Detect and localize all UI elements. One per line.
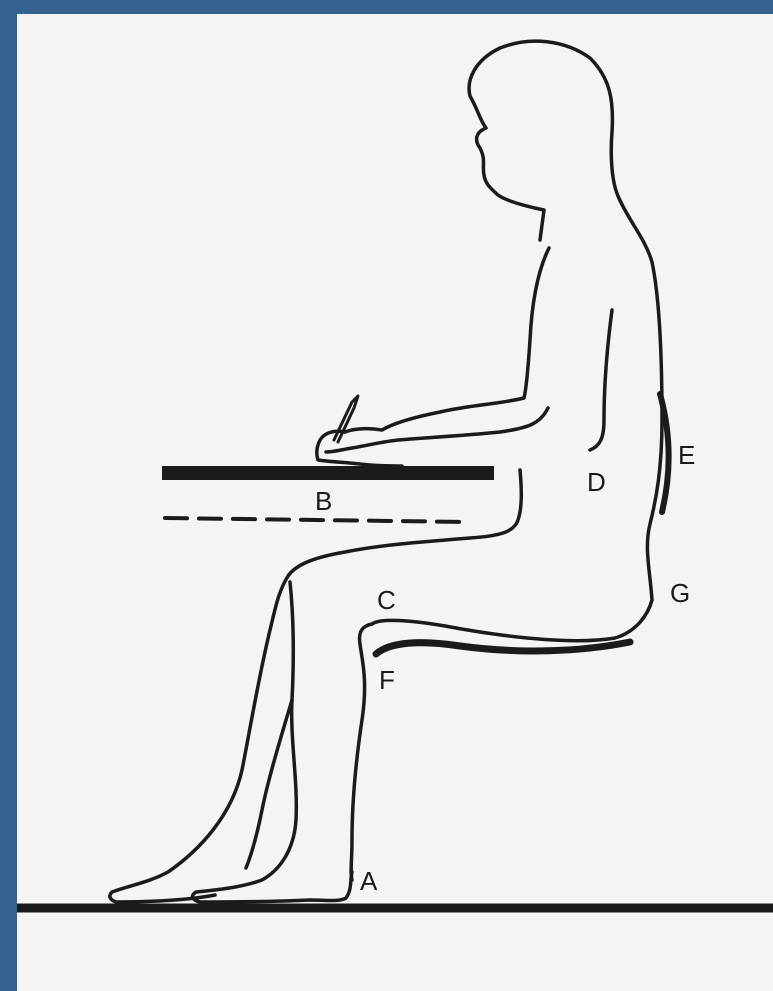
chair-seat: [376, 642, 630, 654]
label-f: F: [379, 665, 395, 695]
front-leg-outline: [110, 576, 288, 902]
label-g: G: [670, 578, 690, 608]
hand-outline: [317, 431, 402, 466]
label-e: E: [678, 440, 695, 470]
desk-top: [162, 466, 494, 480]
knee-outline: [351, 624, 372, 880]
label-c: C: [377, 585, 396, 615]
torso-back-inner-line: [590, 310, 612, 450]
label-d: D: [587, 467, 606, 497]
head-and-back-outline: [372, 41, 662, 641]
diagram-panel: A B C D E F G: [17, 14, 773, 991]
back-leg-outline: [193, 582, 352, 902]
alternate-desk-height: [165, 518, 470, 522]
chest-and-arm-outline: [345, 248, 549, 432]
pen: [334, 396, 358, 442]
seated-posture-illustration: A B C D E F G: [17, 14, 773, 991]
calf-inner-line: [246, 700, 292, 868]
label-b: B: [315, 486, 332, 516]
label-a: A: [360, 866, 378, 896]
